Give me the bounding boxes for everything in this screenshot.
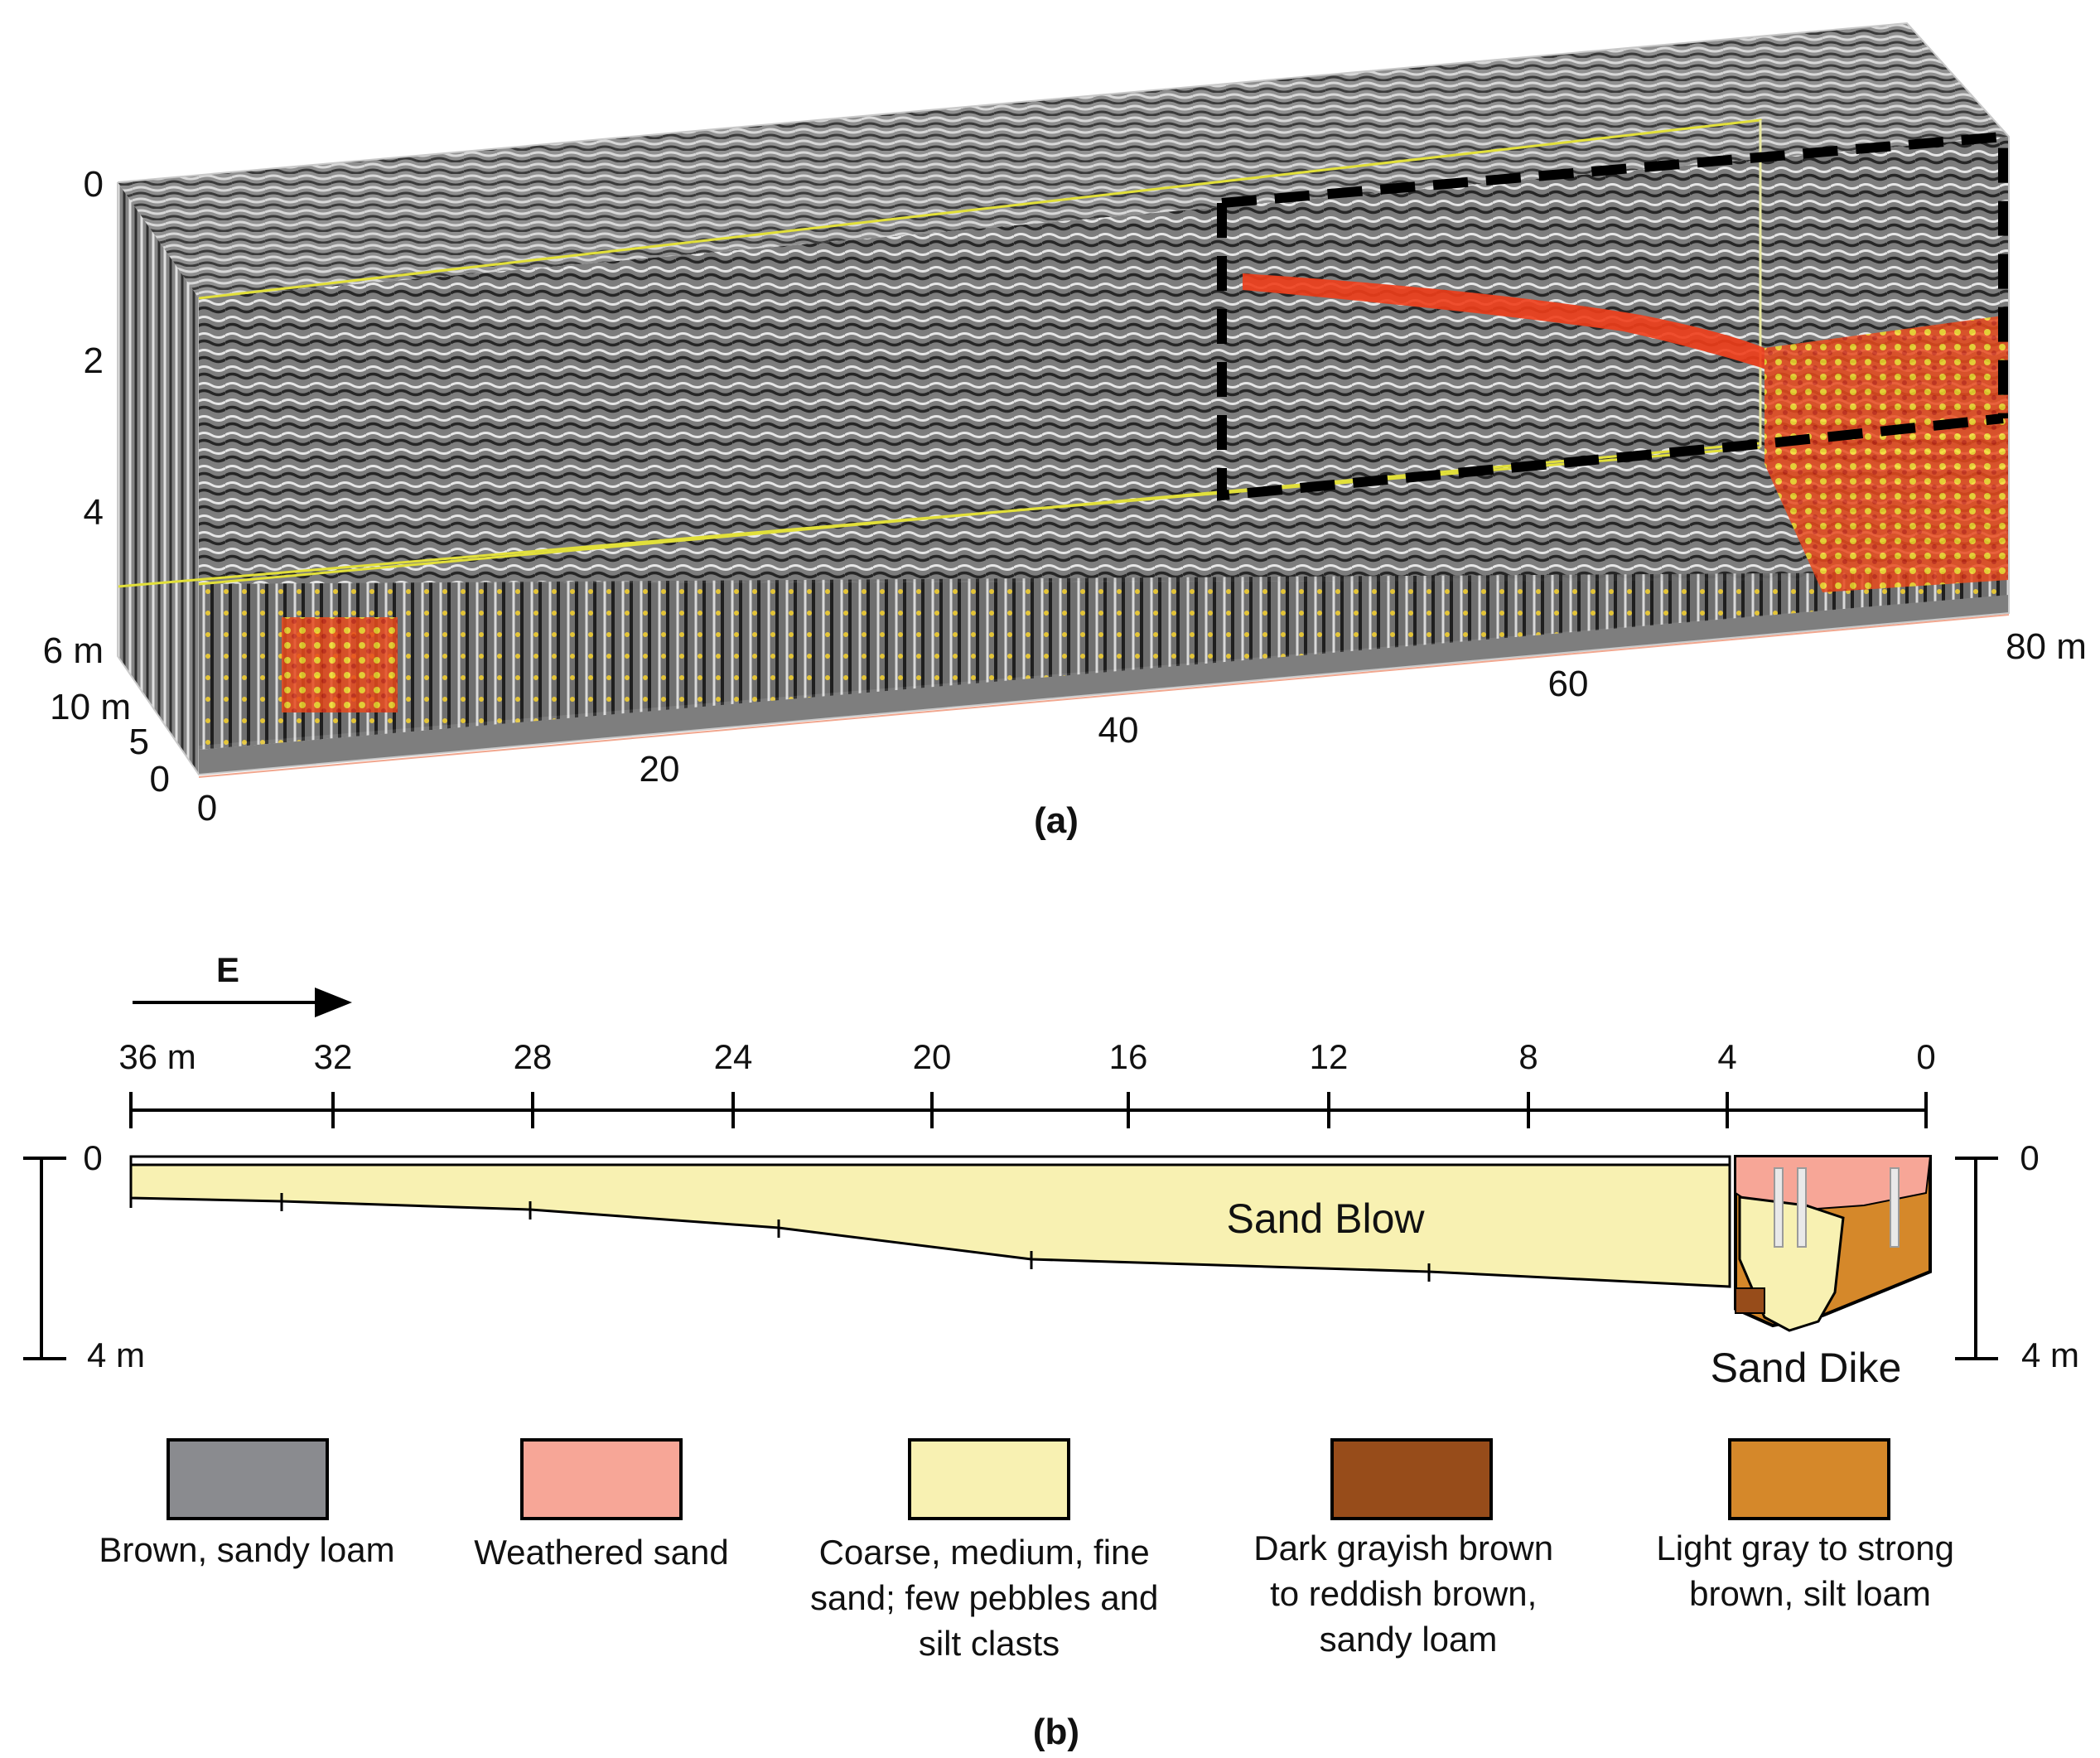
- panel-a-caption: (a): [1034, 800, 1079, 841]
- dike-dark-loam: [1735, 1287, 1765, 1314]
- legend-item: Light gray to strong brown, silt loam: [1656, 1438, 1963, 1613]
- svg-text:Light gray to strong b: Light gray to strong brown, silt loam: [1656, 1529, 1963, 1613]
- right-scale-top: 0: [2020, 1138, 2039, 1177]
- length-tick: 0: [197, 788, 217, 828]
- direction-label: E: [216, 950, 239, 989]
- distance-tick: 36 m: [118, 1037, 196, 1076]
- legend-label: silt clasts: [919, 1624, 1060, 1663]
- direction-arrow: E: [133, 950, 352, 1017]
- legend-label: brown, silt loam: [1689, 1574, 1931, 1613]
- legend-label: Coarse, medium, fine: [819, 1533, 1150, 1572]
- block-outline: [117, 22, 2010, 776]
- depth-axis: 0 2 4 6 m: [43, 164, 104, 671]
- left-depth-scale: 0 4 m: [23, 1138, 145, 1374]
- depth-tick: 2: [84, 340, 104, 381]
- hot-zone-right: [1764, 315, 2009, 592]
- svg-text:Coarse, medium, fine s: Coarse, medium, fine sand; few pebbles a…: [810, 1533, 1168, 1663]
- distance-tick: 28: [514, 1037, 553, 1076]
- legend-swatch: [1728, 1438, 1890, 1520]
- distance-ruler: 36 m 32 28 24 20 16 12 8 4 0: [118, 1037, 1936, 1128]
- legend-label: Dark grayish brown: [1253, 1529, 1553, 1567]
- left-scale-bottom: 4 m: [87, 1335, 145, 1374]
- gpr-block: [117, 22, 2010, 776]
- legend-swatch: [167, 1438, 329, 1520]
- gpr-side-face: [118, 182, 199, 775]
- legend-label: Light gray to strong: [1656, 1529, 1954, 1567]
- length-tick: 20: [640, 749, 680, 790]
- distance-tick: 8: [1518, 1037, 1538, 1076]
- dike-weathered-sand: [1735, 1156, 1932, 1211]
- legend-label: Weathered sand: [474, 1533, 728, 1572]
- left-scale-top: 0: [83, 1138, 102, 1177]
- sand-blow-body: [129, 1163, 1731, 1288]
- dashed-outline: [1217, 131, 2008, 501]
- legend-swatch: [1330, 1438, 1493, 1520]
- sand-blow: Sand Blow: [129, 1155, 1731, 1288]
- hot-zone-left: [282, 617, 398, 712]
- legend-label: sandy loam: [1320, 1620, 1498, 1659]
- dike-sand-fill: [1738, 1195, 1845, 1332]
- svg-text:Weathered sand: Weathered sand: [474, 1533, 728, 1572]
- legend-label: to reddish brown,: [1270, 1574, 1537, 1613]
- distance-tick: 12: [1310, 1037, 1349, 1076]
- distance-tick: 0: [1916, 1037, 1935, 1076]
- distance-tick: 24: [714, 1037, 753, 1076]
- depth-tick: 4: [84, 492, 104, 533]
- gpr-front-face: [199, 137, 2009, 596]
- legend: Brown, sandy loam Weathered sand Coarse,…: [99, 1438, 1963, 1663]
- gpr-top-face: [118, 23, 2009, 298]
- width-tick: 5: [129, 722, 149, 762]
- depth-tick: 0: [84, 164, 104, 205]
- gpr-front-lower-band: [199, 572, 2009, 750]
- legend-label: Brown, sandy loam: [99, 1530, 394, 1569]
- distance-tick: 4: [1717, 1037, 1736, 1076]
- legend-item: Weathered sand: [474, 1438, 729, 1572]
- length-axis: 0 20 40 60 80 m: [197, 614, 2087, 828]
- right-depth-scale: 0 4 m: [1955, 1138, 2079, 1374]
- svg-text:Dark grayish brown to: Dark grayish brown to reddish brown, san…: [1253, 1529, 1562, 1659]
- reflector-band: [1243, 273, 1764, 369]
- sand-dike: Sand Dike: [1711, 1155, 1932, 1391]
- distance-tick: 32: [314, 1037, 353, 1076]
- sand-dike-label: Sand Dike: [1711, 1345, 1902, 1391]
- length-tick: 60: [1548, 664, 1589, 704]
- width-tick: 10 m: [50, 687, 131, 727]
- distance-tick: 16: [1109, 1037, 1148, 1076]
- length-tick: 80 m: [2006, 626, 2087, 667]
- legend-item: Coarse, medium, fine sand; few pebbles a…: [810, 1438, 1168, 1663]
- sand-blow-label: Sand Blow: [1226, 1195, 1425, 1242]
- right-scale-bottom: 4 m: [2021, 1335, 2079, 1374]
- length-tick: 40: [1098, 710, 1139, 751]
- distance-tick: 20: [913, 1037, 952, 1076]
- legend-swatch: [520, 1438, 683, 1520]
- gpr-base-strip: [199, 595, 2009, 775]
- panel-b-caption: (b): [1033, 1712, 1079, 1752]
- legend-label: sand; few pebbles and: [810, 1578, 1158, 1617]
- legend-item: Brown, sandy loam: [99, 1438, 395, 1569]
- svg-text:Brown, sandy loam: Brown, sandy loam: [99, 1530, 394, 1569]
- width-tick: 0: [150, 759, 170, 799]
- legend-swatch: [908, 1438, 1070, 1520]
- width-axis: 10 m 5 0: [50, 687, 170, 799]
- legend-item: Dark grayish brown to reddish brown, san…: [1253, 1438, 1562, 1659]
- depth-tick: 6 m: [43, 630, 104, 671]
